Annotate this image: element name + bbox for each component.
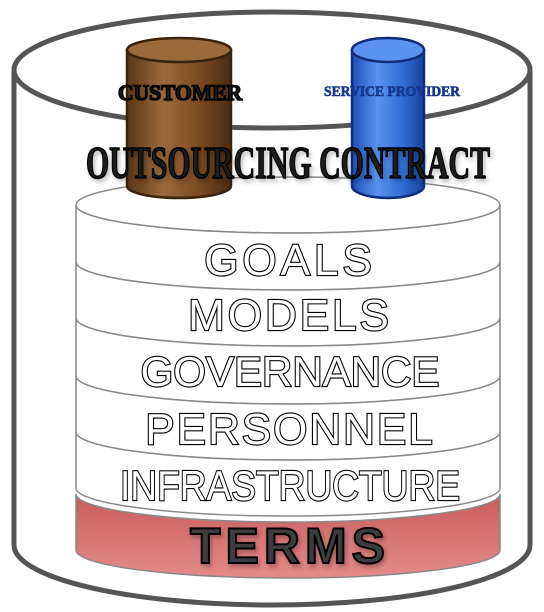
- layer-stack: GOALS MODELS GOVERNANCE PERSONNEL INFRAS…: [75, 176, 501, 579]
- provider-cylinder: SERVICE PROVIDER: [324, 36, 460, 200]
- layer-infrastructure: INFRASTRUCTURE: [75, 431, 501, 517]
- layer-label-personnel: PERSONNEL: [145, 405, 434, 454]
- layer-label-models: MODELS: [188, 291, 392, 340]
- customer-label: CUSTOMER: [118, 80, 243, 105]
- customer-cylinder: CUSTOMER: [117, 36, 244, 200]
- layer-personnel: PERSONNEL: [75, 375, 501, 461]
- layer-label-governance: GOVERNANCE: [141, 348, 440, 395]
- layer-terms: TERMS: [75, 493, 501, 579]
- layer-label-infrastructure: INFRASTRUCTURE: [120, 462, 460, 509]
- contract-title: OUTSOURCING CONTRACT: [86, 137, 490, 188]
- layer-label-goals: GOALS: [204, 236, 376, 285]
- provider-label: SERVICE PROVIDER: [324, 84, 460, 100]
- layer-label-terms: TERMS: [190, 518, 390, 574]
- outer-cylinder-top: [11, 9, 533, 131]
- layer-models: MODELS: [75, 261, 501, 347]
- layer-terms-band: [75, 493, 501, 579]
- layer-goals: GOALS: [75, 204, 501, 291]
